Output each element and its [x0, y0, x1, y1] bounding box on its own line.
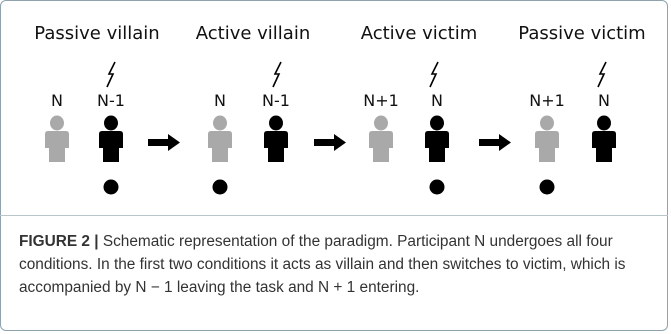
active-person-icon: [264, 115, 288, 162]
lightning-icon: [429, 61, 439, 88]
transition-arrow-3: [479, 134, 511, 151]
token-dot: [429, 179, 445, 195]
token-dot: [103, 179, 119, 195]
active-person-icon: [592, 115, 616, 162]
caption-text: Schematic representation of the paradigm…: [19, 233, 626, 296]
condition-active-villain: Active villain N N-1: [196, 23, 311, 195]
observer-person-icon: [45, 115, 69, 162]
lightning-icon: [106, 61, 116, 88]
participant-label-right: N: [431, 91, 443, 110]
participant-label-right: N-1: [97, 91, 125, 110]
observer-person-icon: [208, 115, 232, 162]
participant-label-left: N: [214, 91, 226, 110]
transition-arrow-2: [314, 134, 346, 151]
condition-passive-villain: Passive villain N N-1: [34, 23, 160, 195]
active-person-icon: [99, 115, 123, 162]
token-dot: [212, 179, 228, 195]
lightning-icon: [597, 61, 607, 88]
observer-person-icon: [535, 115, 559, 162]
active-person-icon: [425, 115, 449, 162]
participant-label-left: N+1: [363, 91, 399, 110]
condition-title: Passive victim: [518, 23, 645, 44]
participant-label-right: N: [598, 91, 610, 110]
participant-label-left: N: [51, 91, 63, 110]
observer-person-icon: [369, 115, 393, 162]
paradigm-diagram: Passive villain N N-1 Active villain N N…: [34, 23, 646, 195]
condition-title: Active villain: [196, 23, 311, 44]
condition-passive-victim: Passive victim N+1 N: [518, 23, 646, 195]
condition-title: Passive villain: [34, 23, 159, 44]
caption-divider: [0, 215, 668, 216]
condition-title: Active victim: [361, 23, 478, 44]
token-dot: [539, 179, 555, 195]
lightning-icon: [272, 61, 282, 88]
figure-caption: FIGURE 2 | Schematic representation of t…: [19, 230, 649, 299]
condition-active-victim: Active victim N+1 N: [361, 23, 478, 195]
participant-label-right: N-1: [262, 91, 290, 110]
figure-label: FIGURE 2 |: [19, 233, 99, 250]
transition-arrow-1: [148, 134, 180, 151]
participant-label-left: N+1: [529, 91, 565, 110]
